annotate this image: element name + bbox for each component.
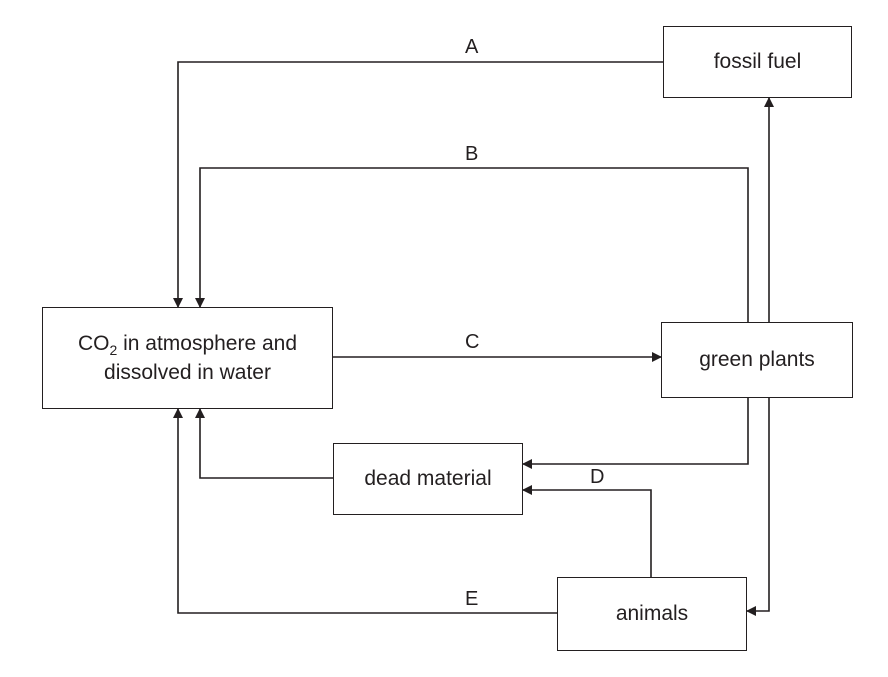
label-c: C: [465, 331, 480, 353]
green-plants-label: green plants: [699, 348, 815, 372]
co2-box: CO2 in atmosphere and dissolved in water: [42, 307, 333, 409]
fossil-fuel-label: fossil fuel: [713, 50, 802, 74]
arrow-d: [522, 485, 652, 577]
animals-label: animals: [615, 602, 689, 626]
co2-line1-rest: in atmosphere and: [117, 331, 298, 355]
arrow-dead-to-co2: [195, 408, 333, 479]
arrow-plants-to-dead: [522, 398, 749, 469]
fossil-fuel-box: fossil fuel: [663, 26, 852, 98]
label-a: A: [465, 36, 479, 58]
co2-prefix: CO: [77, 331, 110, 355]
co2-label: CO2 in atmosphere and dissolved in water: [78, 330, 297, 387]
green-plants-box: green plants: [661, 322, 853, 398]
arrow-b: [195, 167, 749, 322]
label-e: E: [465, 588, 479, 610]
label-d: D: [590, 466, 605, 488]
animals-box: animals: [557, 577, 747, 651]
arrow-e: [173, 408, 557, 614]
dead-material-label: dead material: [364, 467, 492, 491]
co2-line2: dissolved in water: [104, 361, 271, 385]
label-b: B: [465, 143, 479, 165]
dead-material-box: dead material: [333, 443, 523, 515]
arrow-a: [173, 61, 663, 308]
arrow-plants-to-animals: [746, 398, 770, 616]
co2-subscript: 2: [109, 341, 118, 358]
